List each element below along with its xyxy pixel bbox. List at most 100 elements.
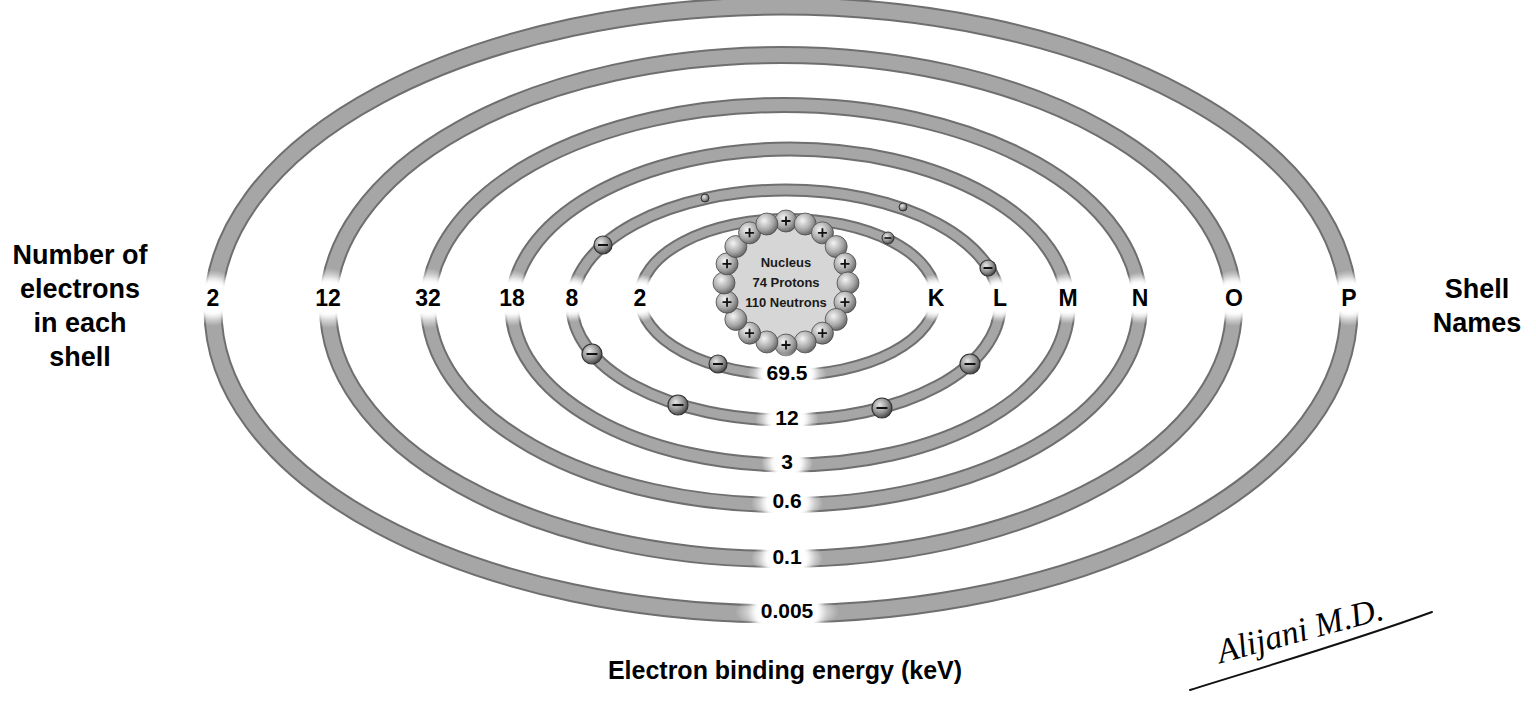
shell-band [512, 149, 1068, 465]
electron [668, 395, 688, 415]
nucleus-core [721, 218, 851, 348]
neutron [713, 272, 735, 294]
electron [882, 232, 894, 244]
nucleus-text-group: Nucleus74 Protons110 Neutrons [709, 206, 863, 360]
electron [980, 260, 996, 276]
nucleus: Nucleus74 Protons110 Neutrons [709, 206, 863, 360]
electron [960, 354, 980, 374]
label-glow [1321, 270, 1377, 326]
shell-name: P [1338, 285, 1359, 311]
side-heading: Number of electrons in each shell [6, 238, 154, 374]
electron-count: 32 [412, 285, 444, 311]
shell-band [572, 190, 1000, 420]
label-glow [751, 539, 823, 577]
minus-sign [713, 363, 723, 365]
shell-band [328, 55, 1234, 559]
binding-energy: 3 [778, 450, 796, 474]
nucleon-ball [756, 213, 778, 235]
shell-name: K [925, 285, 948, 311]
label-glow [755, 401, 819, 437]
electron [668, 395, 688, 415]
electron [872, 398, 892, 418]
shell-band [512, 149, 1068, 465]
nucleon-ball [775, 334, 797, 356]
proton [834, 253, 856, 275]
electron [594, 236, 612, 254]
electron [594, 236, 612, 254]
label-glow [1042, 272, 1094, 324]
nucleon-ball [834, 253, 856, 275]
electron-count: 2 [631, 285, 650, 311]
shell-name: N [1129, 285, 1152, 311]
nucleon-ball [713, 272, 735, 294]
electron [709, 355, 727, 373]
label-glow [1206, 270, 1262, 326]
electron [899, 203, 907, 211]
minus-sign [877, 407, 888, 409]
shell-name: M [1055, 285, 1080, 311]
proton [775, 210, 797, 232]
electron-count: 12 [312, 285, 344, 311]
minus-sign [598, 244, 608, 246]
shell-band [428, 105, 1140, 505]
nucleus-text: 110 Neutrons [745, 293, 827, 313]
minus-sign [984, 267, 993, 269]
axis-caption: Electron binding energy (keV) [608, 656, 962, 685]
neutron [837, 272, 859, 294]
shell-band [213, 6, 1349, 614]
binding-energy: 69.5 [764, 361, 811, 385]
plus-sign [745, 329, 754, 338]
electron [882, 232, 894, 244]
plus-sign [782, 341, 791, 350]
electron [899, 203, 907, 211]
label-glow [548, 274, 596, 322]
neutron [756, 213, 778, 235]
side-heading: Shell Names [1425, 272, 1529, 340]
shell-band [213, 6, 1349, 614]
shell-band [640, 219, 936, 375]
nucleon-ball [716, 291, 738, 313]
electron [701, 194, 709, 202]
binding-energy: 0.6 [769, 489, 804, 513]
label-glow [298, 268, 358, 328]
label-glow [751, 484, 823, 522]
electron [709, 355, 727, 373]
nucleon-ball [837, 272, 859, 294]
shell-band [640, 219, 936, 375]
shell-band [428, 105, 1140, 505]
electron [872, 398, 892, 418]
binding-energy: 0.1 [769, 545, 804, 569]
nucleon-ball [794, 331, 816, 353]
shell-bands [213, 6, 1349, 614]
plus-sign [840, 298, 849, 307]
plus-sign [840, 259, 849, 268]
shell-name: L [990, 285, 1010, 311]
electron [701, 194, 709, 202]
nucleus-text: 74 Protons [752, 273, 819, 293]
label-glow [747, 356, 827, 392]
electron-count: 2 [204, 285, 223, 311]
shell-band [328, 55, 1234, 559]
nucleus-text: Nucleus [761, 253, 812, 273]
minus-sign [965, 363, 976, 365]
label-glow [398, 268, 458, 328]
label-glow [761, 445, 813, 481]
shell-band [572, 190, 1000, 420]
neutron [794, 331, 816, 353]
electron [980, 260, 996, 276]
label-glow [976, 274, 1024, 322]
plus-sign [818, 329, 827, 338]
label-glow [484, 270, 540, 326]
minus-sign [673, 404, 684, 406]
shell-name: O [1222, 285, 1246, 311]
proton [716, 291, 738, 313]
electron [960, 354, 980, 374]
electron [582, 344, 602, 364]
label-glow [1114, 272, 1166, 324]
proton [775, 334, 797, 356]
plus-sign [818, 228, 827, 237]
electrons [582, 194, 996, 418]
electron-count: 8 [563, 285, 582, 311]
binding-energy: 0.005 [758, 599, 817, 623]
plus-sign [782, 217, 791, 226]
